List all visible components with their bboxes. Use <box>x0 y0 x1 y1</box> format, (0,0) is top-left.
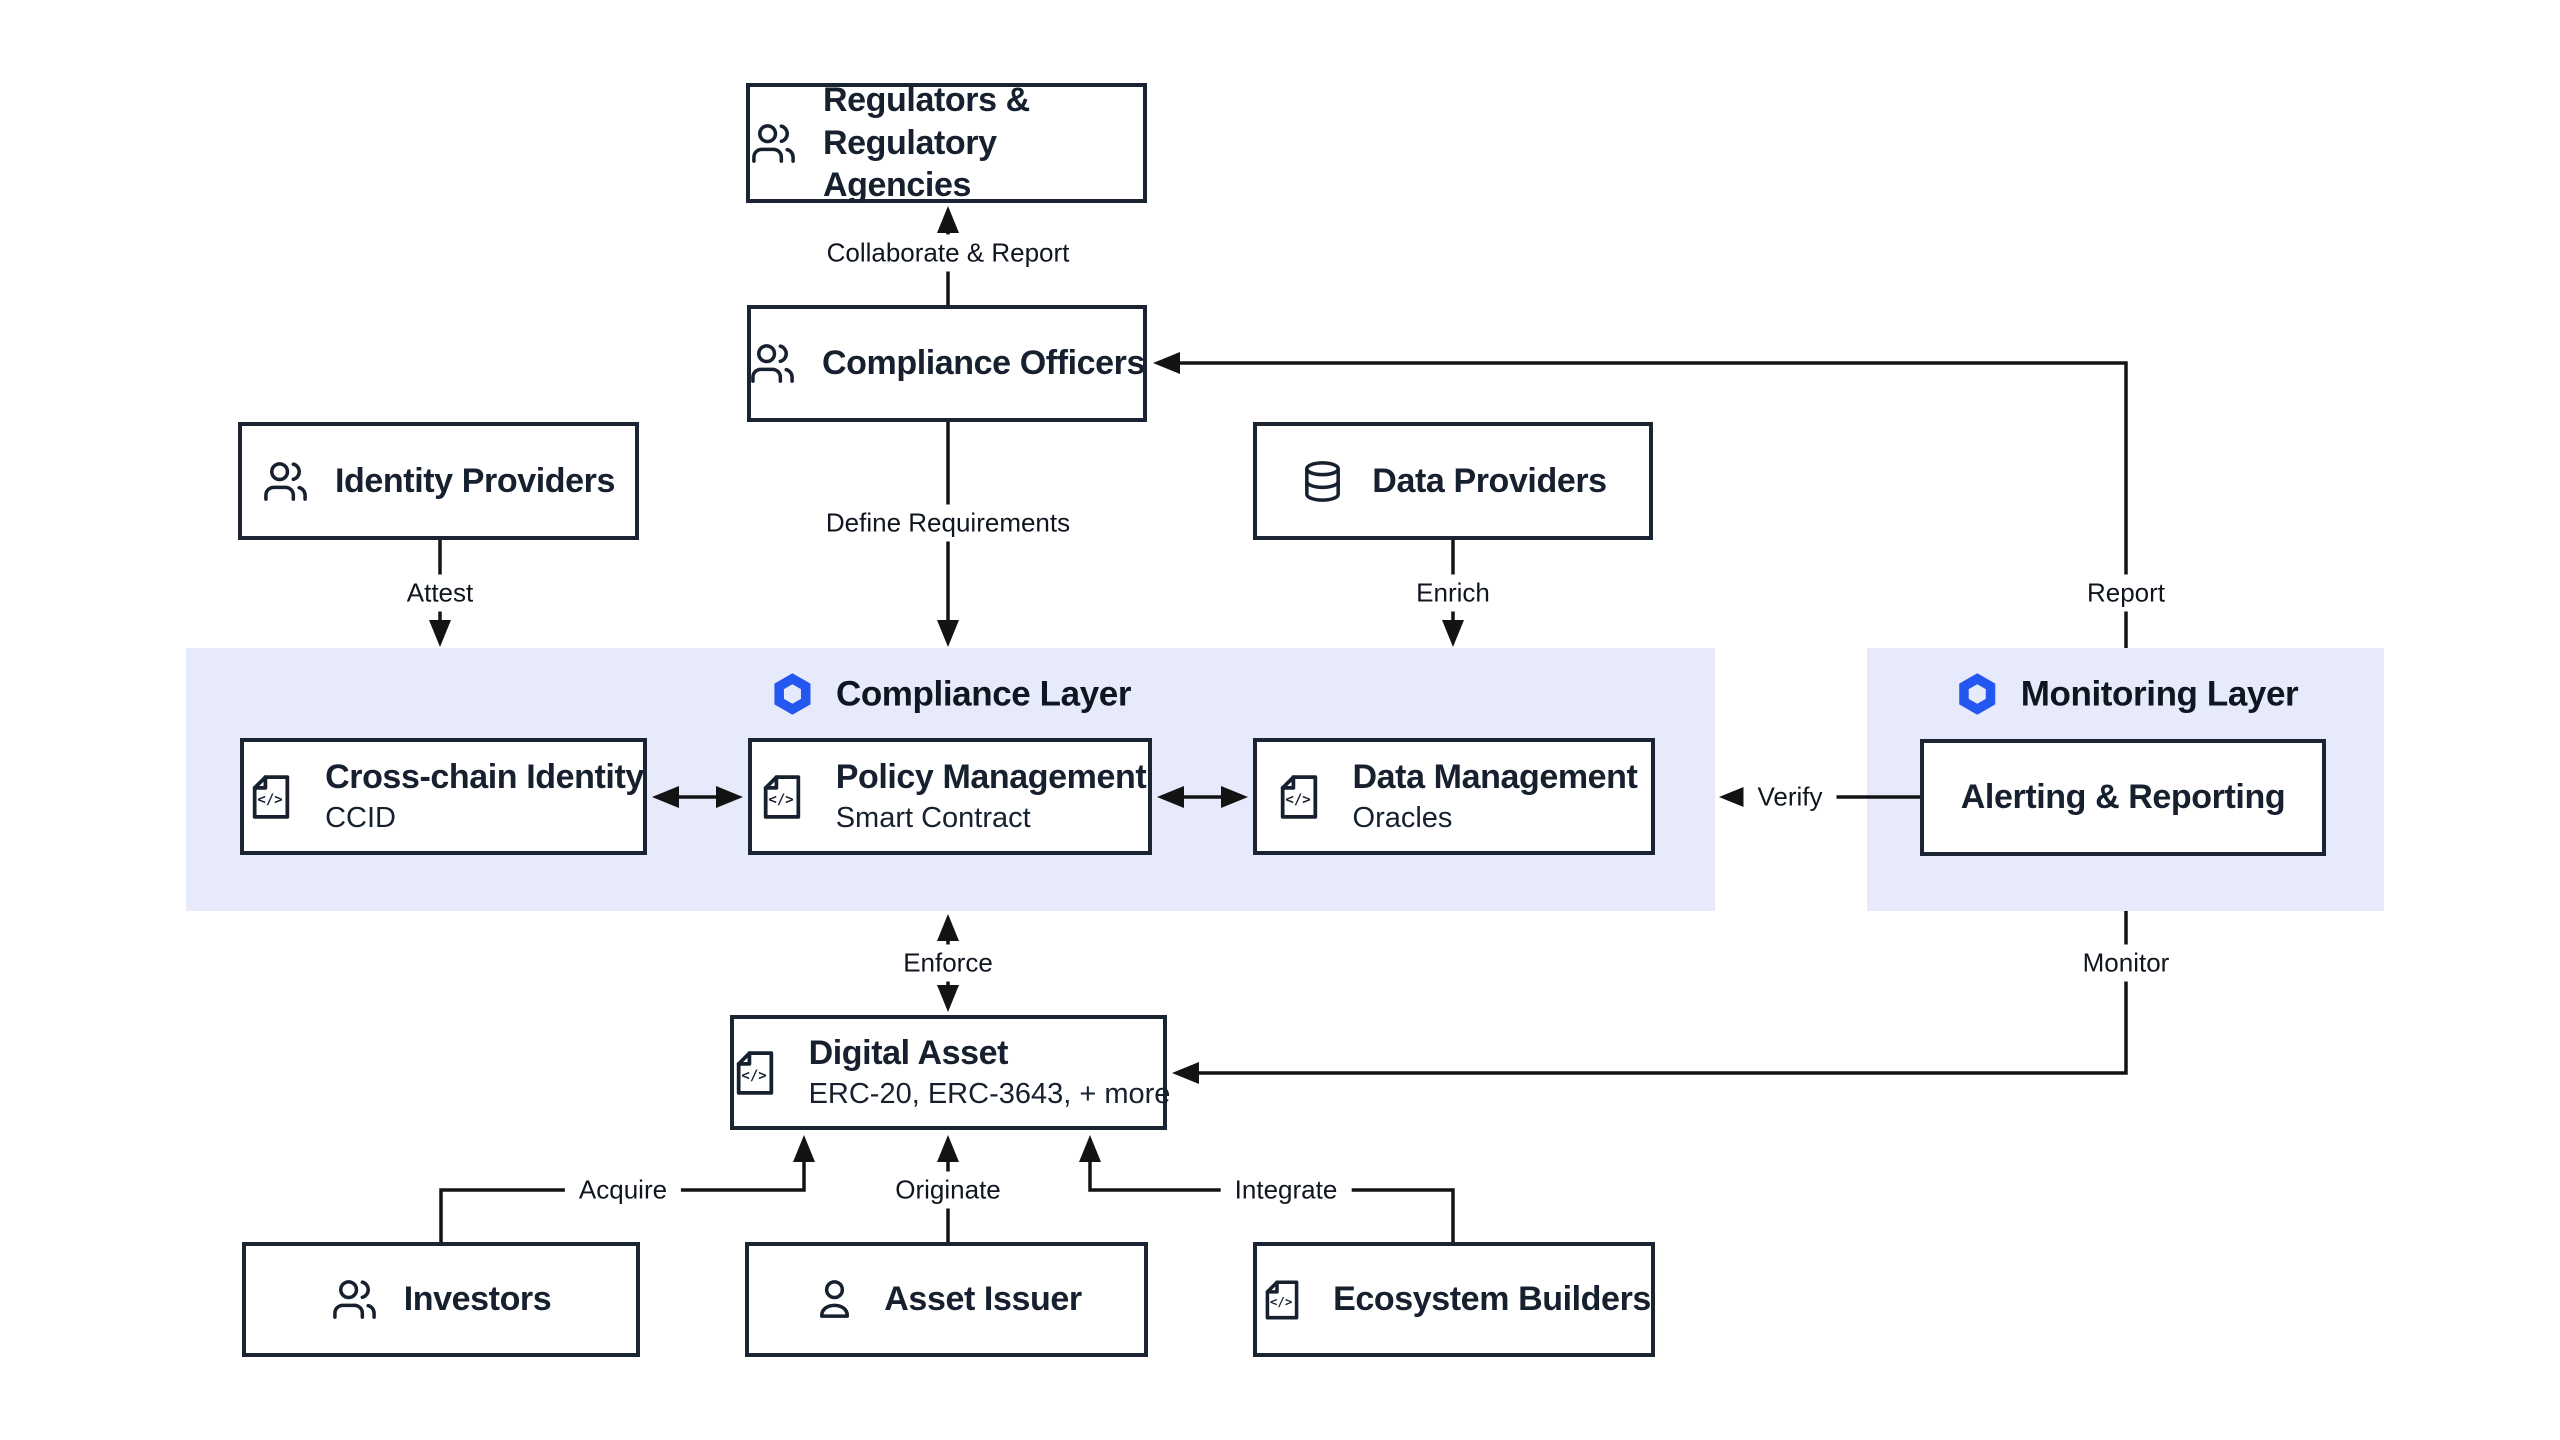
user-icon <box>811 1276 858 1323</box>
code-file-icon: </> <box>1257 1275 1307 1325</box>
node-asset-issuer: Asset Issuer <box>745 1242 1148 1357</box>
node-investors: Investors <box>242 1242 640 1357</box>
users-icon <box>262 458 309 505</box>
node-cross-chain-identity: </> Cross-chain Identity CCID <box>240 738 647 855</box>
node-compliance-officers-label: Compliance Officers <box>821 344 1146 382</box>
svg-text:</>: </> <box>1285 792 1310 808</box>
code-file-icon: </> <box>1271 769 1327 825</box>
node-ecosystem-builders-label: Ecosystem Builders <box>1333 1280 1651 1318</box>
svg-text:</>: </> <box>768 792 793 808</box>
node-regulators-label: Regulators & Regulatory Agencies <box>823 80 1030 205</box>
code-file-icon: </> <box>754 769 810 825</box>
node-alerting-reporting: Alerting & Reporting <box>1920 739 2326 856</box>
svg-text:</>: </> <box>1270 1294 1293 1309</box>
users-icon <box>331 1276 378 1323</box>
node-identity-providers: Identity Providers <box>238 422 639 540</box>
node-policy-management-text: Policy Management Smart Contract <box>835 758 1147 834</box>
node-data-management-text: Data Management Oracles <box>1352 758 1638 834</box>
svg-text:</>: </> <box>257 792 282 808</box>
code-file-icon: </> <box>243 769 299 825</box>
svg-text:</>: </> <box>741 1068 766 1084</box>
node-alerting-reporting-label: Alerting & Reporting <box>1960 778 2286 816</box>
node-investors-label: Investors <box>403 1280 552 1318</box>
edge-label-collaborate-report: Collaborate & Report <box>812 234 1084 272</box>
edge-label-originate: Originate <box>881 1171 1015 1209</box>
edge-label-enforce: Enforce <box>889 944 1007 982</box>
node-digital-asset-text: Digital Asset ERC-20, ERC-3643, + more <box>808 1034 1171 1110</box>
monitoring-layer-title: Monitoring Layer <box>2020 674 2299 713</box>
edge-label-verify: Verify <box>1743 778 1837 816</box>
node-policy-management: </> Policy Management Smart Contract <box>748 738 1152 855</box>
edge-label-integrate: Integrate <box>1220 1171 1352 1209</box>
compliance-layer-header: Compliance Layer <box>769 671 1131 718</box>
node-ecosystem-builders: </> Ecosystem Builders <box>1253 1242 1655 1357</box>
node-regulators: Regulators & Regulatory Agencies <box>746 81 1147 204</box>
edge-label-acquire: Acquire <box>564 1171 682 1209</box>
node-asset-issuer-label: Asset Issuer <box>884 1280 1082 1318</box>
node-data-providers-label: Data Providers <box>1372 461 1607 500</box>
chainlink-hexagon-icon <box>769 671 816 718</box>
node-data-management: </> Data Management Oracles <box>1253 738 1655 855</box>
edge-label-attest: Attest <box>392 574 488 612</box>
node-digital-asset: </> Digital Asset ERC-20, ERC-3643, + mo… <box>727 1015 1170 1130</box>
node-identity-providers-label: Identity Providers <box>335 461 615 500</box>
node-data-providers: Data Providers <box>1253 422 1653 540</box>
node-compliance-officers: Compliance Officers <box>747 305 1147 422</box>
edge-label-report: Report <box>2072 574 2180 612</box>
chainlink-hexagon-icon <box>1954 671 2001 718</box>
code-file-icon: </> <box>727 1045 783 1101</box>
node-cross-chain-identity-text: Cross-chain Identity CCID <box>325 758 644 834</box>
database-icon <box>1299 458 1346 505</box>
edge-label-enrich: Enrich <box>1402 574 1504 612</box>
users-icon <box>749 340 796 387</box>
edge-label-define-requirements: Define Requirements <box>811 504 1085 542</box>
edge-label-monitor: Monitor <box>2068 944 2184 982</box>
compliance-layer-title: Compliance Layer <box>835 674 1132 713</box>
monitoring-layer-header: Monitoring Layer <box>1954 671 2299 718</box>
users-icon <box>750 120 797 167</box>
